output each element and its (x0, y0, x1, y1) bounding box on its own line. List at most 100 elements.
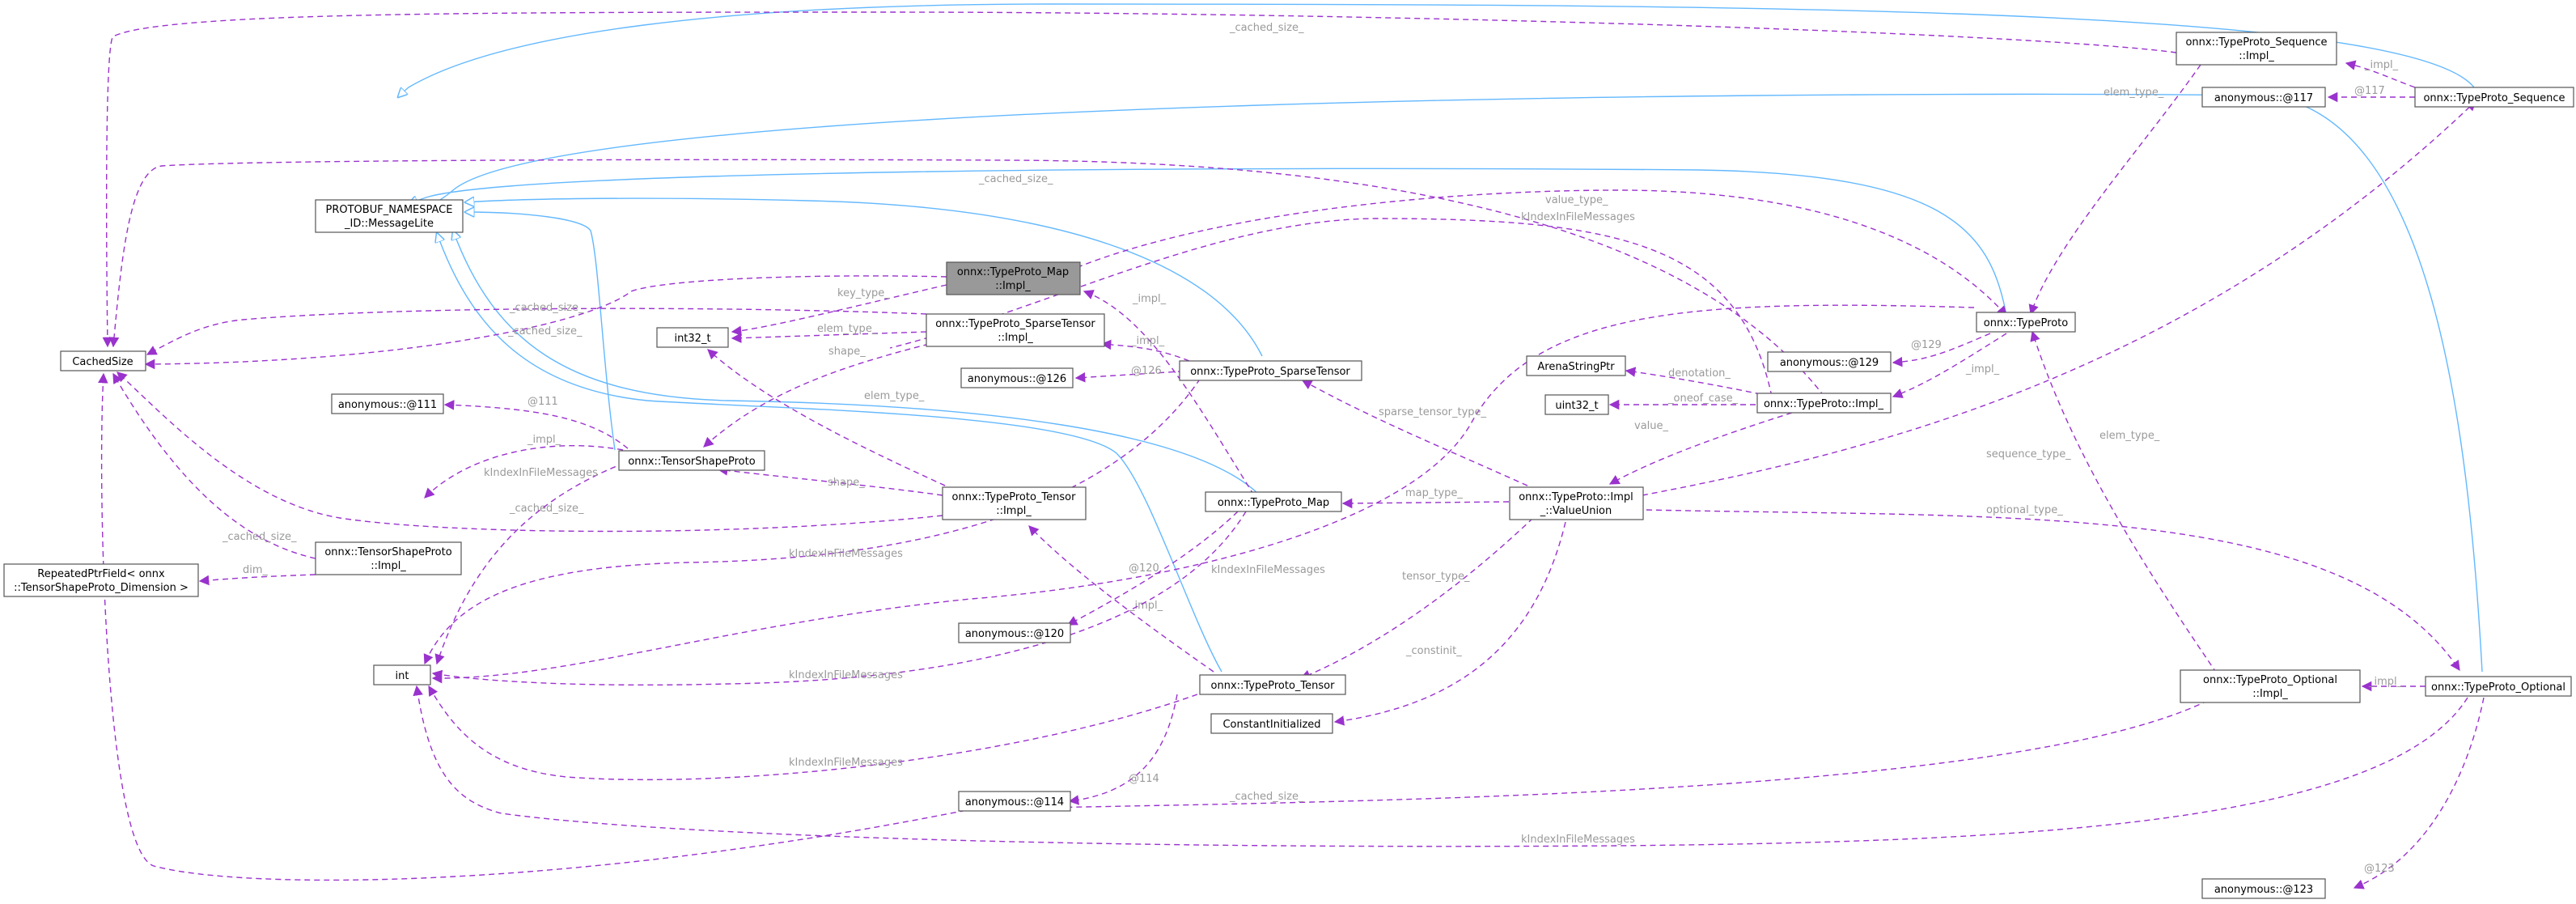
svg-text:onnx::TypeProto: onnx::TypeProto (1984, 317, 2068, 329)
edge-kin-shape: kIndexInFileMessages (434, 462, 625, 665)
svg-text:uint32_t: uint32_t (1555, 400, 1598, 412)
node-arena-string-ptr[interactable]: ArenaStringPtr (1526, 355, 1626, 376)
edge-at-129: @129 (1892, 333, 1991, 367)
node-type-proto[interactable]: onnx::TypeProto (1976, 312, 2076, 333)
edge-elem-type-optional: elem_type_ (2030, 330, 2218, 674)
edge-kin-typeproto: kIndexInFileMessages (431, 304, 1975, 684)
node-tensor-shape-proto[interactable]: onnx::TensorShapeProto (618, 450, 765, 471)
node-tensor-shape-proto-impl[interactable]: onnx::TensorShapeProto ::Impl_ (315, 541, 462, 575)
node-int32-t[interactable]: int32_t (656, 327, 729, 348)
edge-label: sparse_tensor_type_ (1379, 406, 1487, 418)
svg-text:anonymous::@117: anonymous::@117 (2214, 92, 2313, 104)
node-anonymous-117[interactable]: anonymous::@117 (2201, 87, 2326, 108)
svg-text:_ID::MessageLite: _ID::MessageLite (344, 218, 434, 230)
node-value-union[interactable]: onnx::TypeProto::Impl _::ValueUnion (1509, 486, 1644, 520)
edge-label: elem_type_ (2104, 87, 2164, 99)
edge-label: tensor_type_ (1402, 571, 1470, 583)
edge-value-type: value_type_ (1067, 189, 2007, 316)
edge-constinit: _constinit_ (1333, 521, 1566, 726)
edge-elem-type-tensor: elem_type_ (707, 349, 964, 494)
edge-label: @126 (1131, 365, 1162, 377)
edge-label: _impl_ (527, 434, 561, 446)
edge-shape-tensor: shape_ (717, 465, 943, 496)
svg-text:int32_t: int32_t (674, 333, 710, 345)
svg-text:onnx::TypeProto_Tensor: onnx::TypeProto_Tensor (952, 491, 1077, 503)
svg-text:anonymous::@120: anonymous::@120 (965, 628, 1064, 640)
edge-label: @117 (2354, 85, 2385, 97)
svg-text:_::ValueUnion: _::ValueUnion (1540, 505, 1612, 517)
edge-impl-sequence: _impl_ (2345, 59, 2416, 88)
node-type-proto-optional-impl[interactable]: onnx::TypeProto_Optional ::Impl_ (2180, 669, 2361, 703)
edge-label: _impl_ (1129, 600, 1163, 612)
edge-label: kIndexInFileMessages (789, 757, 903, 769)
svg-text:onnx::TensorShapeProto: onnx::TensorShapeProto (324, 546, 451, 558)
node-anonymous-120[interactable]: anonymous::@120 (958, 622, 1071, 643)
edge-label: shape_ (828, 346, 866, 358)
edge-label: map_type_ (1405, 487, 1463, 499)
node-anonymous-123[interactable]: anonymous::@123 (2201, 878, 2326, 899)
edge-label: _cached_size_ (507, 325, 583, 337)
svg-text:::TensorShapeProto_Dimension >: ::TensorShapeProto_Dimension > (14, 582, 189, 594)
node-type-proto-sequence[interactable]: onnx::TypeProto_Sequence (2414, 87, 2574, 108)
node-type-proto-sparse-tensor[interactable]: onnx::TypeProto_SparseTensor (1179, 360, 1362, 381)
svg-text:::Impl_: ::Impl_ (995, 280, 1031, 292)
edge-label: _impl_ (1130, 335, 1165, 347)
edge-label: _cached_size_ (509, 503, 584, 515)
svg-text:onnx::TypeProto_SparseTensor: onnx::TypeProto_SparseTensor (935, 318, 1095, 330)
edge-label: @111 (527, 396, 558, 408)
node-cached-size[interactable]: CachedSize (60, 350, 146, 371)
edge-label: denotation_ (1668, 367, 1731, 380)
edge-cached-size-sparse-impl: _cached_size_ (146, 302, 927, 355)
node-type-proto-tensor[interactable]: onnx::TypeProto_Tensor (1199, 674, 1346, 695)
edge-label: @114 (1129, 773, 1159, 785)
node-type-proto-map-impl[interactable]: onnx::TypeProto_Map ::Impl_ (946, 261, 1081, 295)
edge-label: _cached_size_ (222, 531, 297, 543)
node-type-proto-impl[interactable]: onnx::TypeProto::Impl_ (1756, 393, 1892, 414)
edge-key-type: key_type_ (731, 284, 947, 337)
edge-impl-shape: _impl_ (424, 434, 624, 499)
edge-at-111: @111 (443, 396, 636, 456)
node-int[interactable]: int (373, 664, 431, 685)
node-repeated-ptr-field[interactable]: RepeatedPtrField< onnx ::TensorShapeProt… (3, 563, 199, 597)
edge-inherit-optional (421, 93, 2483, 673)
edge-dim: dim_ (198, 564, 316, 586)
node-type-proto-map[interactable]: onnx::TypeProto_Map (1205, 491, 1342, 512)
svg-text:onnx::TypeProto_Optional: onnx::TypeProto_Optional (2431, 681, 2565, 694)
edge-impl-map: _impl_ (1083, 290, 1255, 496)
node-constant-initialized[interactable]: ConstantInitialized (1210, 713, 1333, 734)
edge-optional-type: optional_type_ (1646, 504, 2460, 672)
edge-label: optional_type_ (1986, 504, 2063, 516)
node-type-proto-optional[interactable]: onnx::TypeProto_Optional (2425, 676, 2572, 697)
node-type-proto-sequence-impl[interactable]: onnx::TypeProto_Sequence ::Impl_ (2176, 32, 2337, 66)
edge-impl-tensor: _impl_ (1028, 525, 1214, 673)
edge-elem-type-sequence: elem_type_ (2028, 64, 2201, 316)
edge-kin-sparse: kIndexInFileMessages (423, 370, 1206, 665)
svg-text:onnx::TensorShapeProto: onnx::TensorShapeProto (628, 456, 755, 468)
node-uint32-t[interactable]: uint32_t (1544, 394, 1609, 415)
svg-text:::Impl_: ::Impl_ (2252, 688, 2288, 700)
node-type-proto-tensor-impl[interactable]: onnx::TypeProto_Tensor ::Impl_ (942, 486, 1087, 520)
edge-label: kIndexInFileMessages (789, 669, 903, 681)
edge-kin-typeproto-impl: kIndexInFileMessages (889, 211, 1773, 397)
node-anonymous-111[interactable]: anonymous::@111 (331, 393, 444, 414)
edge-elem-type-sparse: elem_type_ (731, 323, 927, 343)
svg-text:onnx::TypeProto::Impl_: onnx::TypeProto::Impl_ (1764, 398, 1884, 410)
node-anonymous-114[interactable]: anonymous::@114 (958, 791, 1071, 812)
edge-shape-sparse: shape_ (703, 341, 939, 448)
edge-impl-optional: _impl_ (2361, 676, 2426, 692)
svg-text:ConstantInitialized: ConstantInitialized (1222, 719, 1320, 731)
node-anonymous-129[interactable]: anonymous::@129 (1767, 351, 1892, 372)
edge-at-120: @120 (1066, 511, 1239, 626)
svg-text:onnx::TypeProto_Map: onnx::TypeProto_Map (1218, 497, 1329, 509)
node-message-lite[interactable]: PROTOBUF_NAMESPACE _ID::MessageLite (315, 199, 464, 233)
node-anonymous-126[interactable]: anonymous::@126 (960, 367, 1074, 388)
edge-label: sequence_type_ (1986, 448, 2071, 460)
svg-text:onnx::TypeProto::Impl: onnx::TypeProto::Impl (1519, 491, 1633, 503)
edge-label: _constinit_ (1405, 645, 1462, 657)
edge-label: elem_type_ (2099, 430, 2160, 442)
node-type-proto-sparse-tensor-impl[interactable]: onnx::TypeProto_SparseTensor ::Impl_ (926, 313, 1105, 347)
svg-text:onnx::TypeProto_Tensor: onnx::TypeProto_Tensor (1211, 680, 1336, 692)
svg-text:onnx::TypeProto_Optional: onnx::TypeProto_Optional (2203, 674, 2337, 686)
edge-label: kIndexInFileMessages (1521, 834, 1635, 846)
